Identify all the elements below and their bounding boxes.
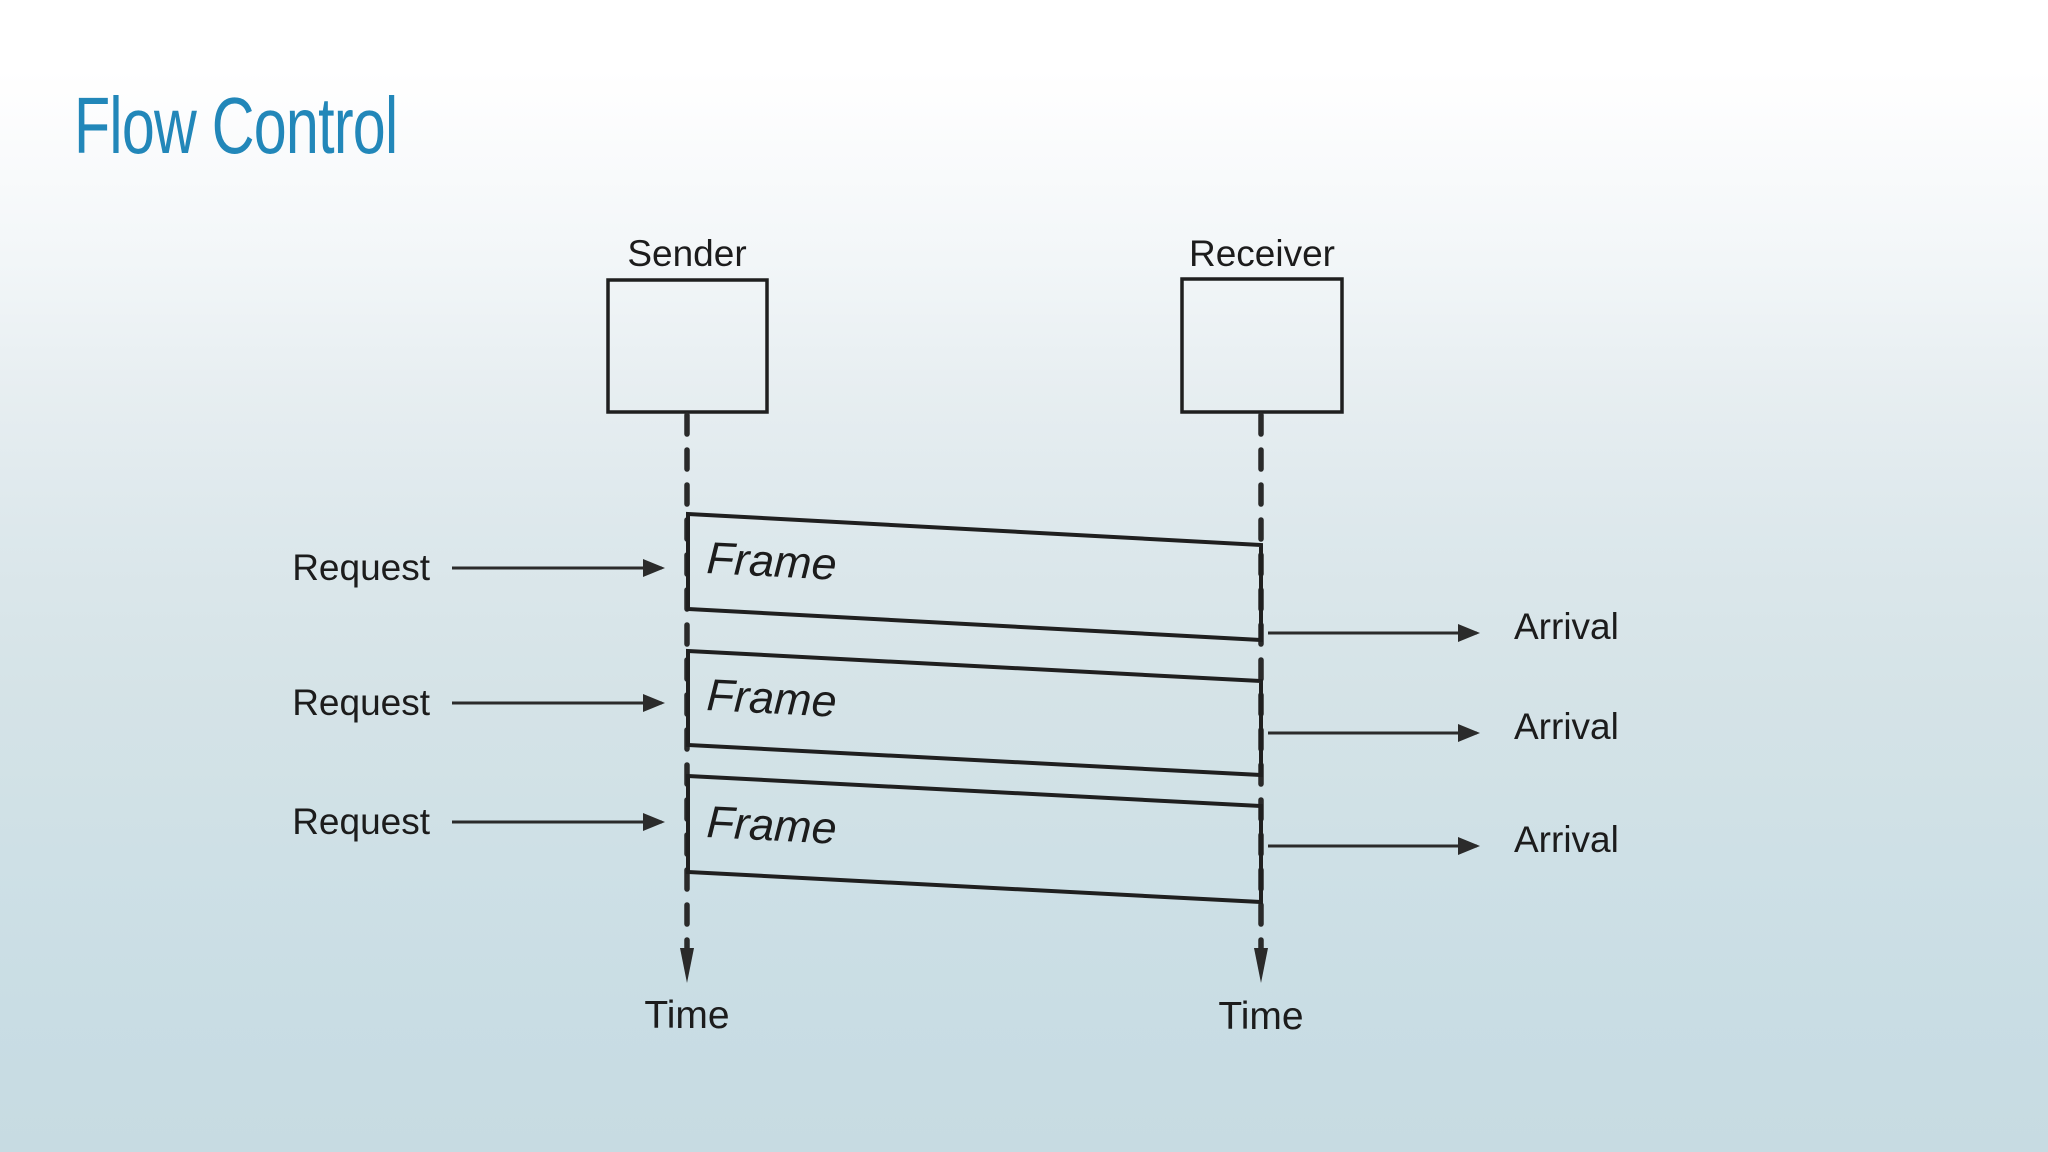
sender-box — [606, 278, 769, 414]
request-label-3: Request — [292, 801, 431, 842]
receiver-time-label: Time — [1218, 995, 1303, 1038]
receiver-label: Receiver — [1189, 233, 1335, 274]
frame-shape-2 — [686, 648, 1263, 778]
receiver-box — [1180, 277, 1344, 414]
request-label-2: Request — [292, 682, 431, 723]
frame-shape-1 — [686, 511, 1263, 643]
frame-label-1: Frame — [705, 532, 838, 590]
arrival-label-2: Arrival — [1514, 706, 1619, 747]
slide-title: Flow Control — [74, 81, 398, 170]
sender-lifeline-arrowhead-icon — [680, 948, 694, 983]
request-label-1: Request — [292, 547, 431, 588]
receiver-lifeline-arrowhead-icon — [1254, 948, 1268, 983]
sender-label: Sender — [627, 233, 746, 274]
arrival-label-1: Arrival — [1514, 606, 1619, 647]
frame-label-3: Frame — [705, 796, 838, 854]
arrival-label-3: Arrival — [1514, 819, 1619, 860]
frame-label-2: Frame — [705, 669, 838, 727]
sender-time-label: Time — [644, 994, 729, 1037]
frame-shape-3 — [686, 773, 1263, 905]
